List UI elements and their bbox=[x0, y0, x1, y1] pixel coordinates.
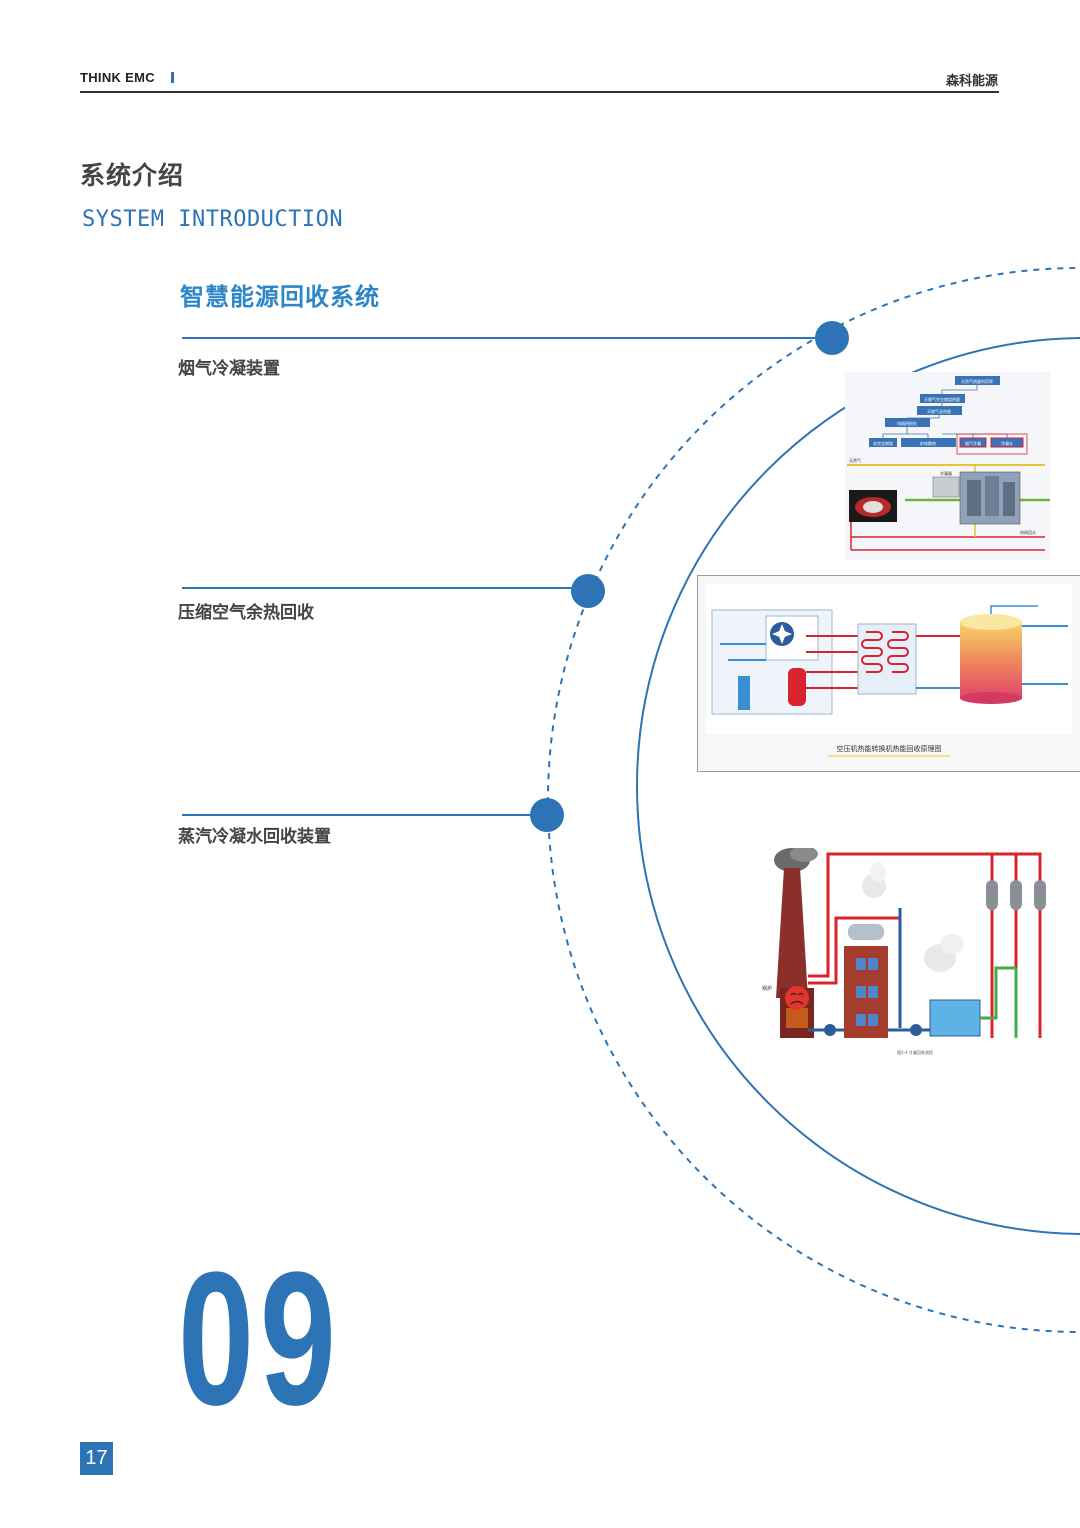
air-compressor-diagram: 空压机热能转换机热能回收原理图 bbox=[697, 575, 1080, 772]
boiler-label: 锅炉 bbox=[762, 985, 772, 992]
section-title-cn: 系统介绍 bbox=[80, 161, 185, 190]
diagram-caption: 空压机热能转换机热能回收原理图 bbox=[837, 744, 942, 753]
section-title-en: SYSTEM INTRODUCTION bbox=[82, 207, 344, 232]
pipe-label: 冷凝器 bbox=[940, 470, 952, 476]
solid-arc bbox=[636, 337, 1080, 1235]
timeline-dot-1 bbox=[815, 321, 849, 355]
system-title: 智慧能源回收系统 bbox=[180, 283, 380, 311]
pipe-label: 热网回水 bbox=[1020, 529, 1036, 535]
steam-condensate-diagram: 锅炉 图2-4 冷凝回收流程 bbox=[760, 846, 1054, 1058]
header-rule bbox=[80, 91, 999, 93]
timeline-dot-2 bbox=[571, 574, 605, 608]
header-company: 森科能源 bbox=[945, 74, 998, 89]
item-flue-gas: 烟气冷凝装置 bbox=[178, 359, 280, 379]
flow-box: 排烟热损失 bbox=[897, 420, 917, 426]
flow-box: 烟气冷凝 bbox=[965, 440, 981, 446]
timeline-dot-3 bbox=[530, 798, 564, 832]
item-air-compressor: 压缩空气余热回收 bbox=[178, 603, 314, 623]
header-accent-bar bbox=[171, 72, 174, 83]
flow-box: 天燃气全热量 bbox=[927, 408, 951, 414]
item-steam-condensate: 蒸汽冷凝水回收装置 bbox=[178, 827, 331, 847]
chapter-number: 09 bbox=[178, 1233, 342, 1445]
flow-box: 天然气热量利用率 bbox=[961, 378, 993, 384]
flow-box: 天燃气完全燃烧热量 bbox=[924, 396, 960, 402]
pipe-label: 天然气 bbox=[849, 457, 861, 463]
flow-box: 未完全燃烧 bbox=[873, 440, 893, 446]
flue-gas-diagram: 天然气热量利用率 天燃气完全燃烧热量 天燃气全热量 排烟热损失 未完全燃烧 炉体… bbox=[845, 372, 1050, 560]
page-number: 17 bbox=[80, 1442, 113, 1475]
flow-box: 冷凝水 bbox=[1001, 440, 1013, 446]
diagram-caption: 图2-4 冷凝回收流程 bbox=[897, 1049, 933, 1055]
flow-box: 炉体散热 bbox=[920, 440, 936, 446]
header-brand: THINK EMC bbox=[80, 70, 155, 85]
